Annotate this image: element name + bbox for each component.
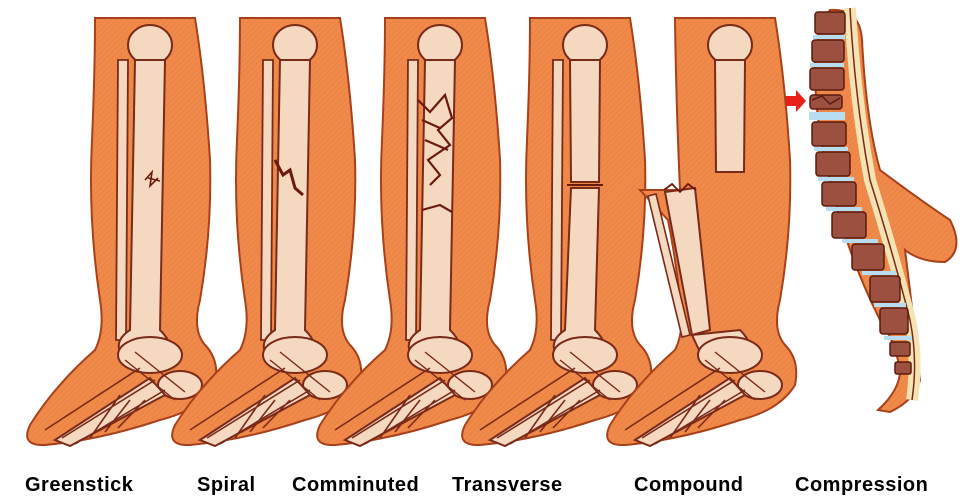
label-compression: Compression xyxy=(795,474,928,497)
label-greenstick: Greenstick xyxy=(25,474,133,497)
label-transverse: Transverse xyxy=(452,474,563,497)
label-spiral: Spiral xyxy=(197,474,256,497)
leg-greenstick xyxy=(27,18,216,446)
label-comminuted: Comminuted xyxy=(292,474,419,497)
label-compound: Compound xyxy=(634,474,744,497)
spine-compression xyxy=(786,8,956,412)
red-arrow-icon xyxy=(786,90,806,112)
